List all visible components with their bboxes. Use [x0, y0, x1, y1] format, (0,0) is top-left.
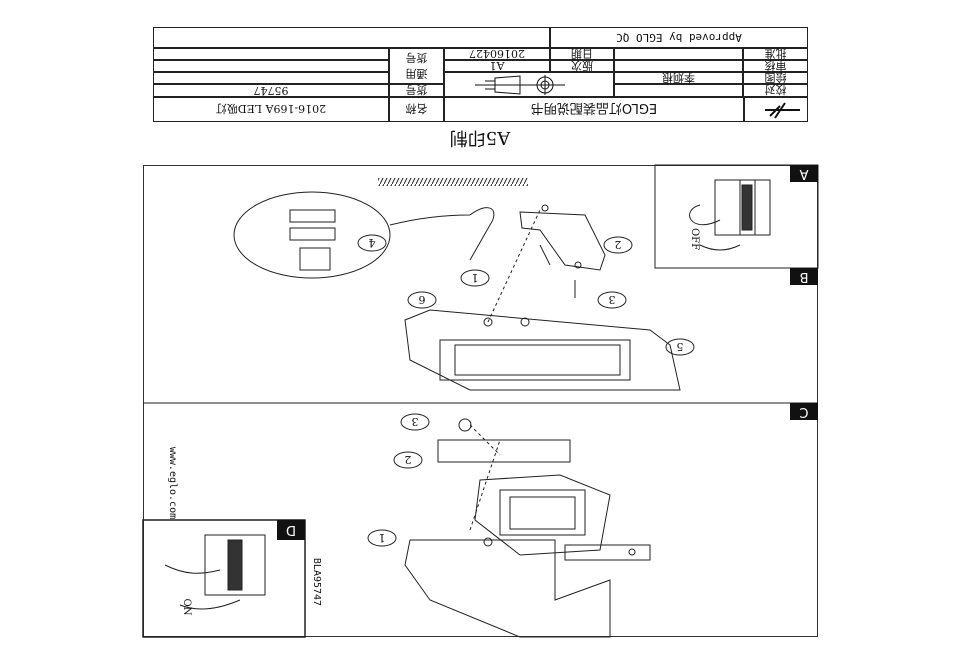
panel-label-a: A: [790, 165, 818, 182]
name-value: 2016-169A LED吸灯: [153, 97, 389, 122]
panel-label-b: B: [790, 268, 818, 285]
step-number: 3: [411, 415, 419, 429]
step-number: 1: [378, 531, 386, 545]
website-text: www.eglo.com: [167, 446, 179, 520]
step-number: 4: [368, 236, 376, 250]
version-value: A1: [444, 60, 550, 73]
panel-label-d: D: [277, 520, 305, 540]
item-no-label: 货号: [389, 84, 444, 97]
step-number: 2: [404, 453, 412, 467]
step-number: 5: [676, 340, 684, 354]
date-value: 20160427: [444, 48, 550, 61]
panel-label-c: C: [790, 403, 818, 420]
item-no-value: 95747: [153, 84, 389, 97]
third-angle-projection-icon: [475, 75, 565, 95]
off-label: OFF: [689, 227, 701, 251]
check-label: 校对: [743, 84, 808, 97]
step-number: 6: [418, 293, 426, 307]
step-number: 2: [614, 238, 622, 252]
version-label: 版次: [550, 59, 614, 72]
eglo-logo: [744, 97, 808, 122]
print-size-label: A5印制: [449, 127, 511, 148]
on-label: ON: [181, 598, 193, 616]
step-number: 3: [608, 293, 616, 307]
projection-symbol: [444, 72, 614, 97]
eglo-logo-icon: [765, 102, 800, 119]
product-code: BLA95747: [311, 557, 323, 607]
assembly-diagram-frame: [143, 165, 818, 637]
approved-text: Approved by EGLO QC: [550, 27, 808, 48]
general-item-label: 通用货号: [389, 48, 444, 84]
drawing-value: 李炯根: [614, 71, 743, 84]
document-title: EGLO灯品装配说明书: [444, 97, 744, 122]
step-number: 1: [471, 271, 479, 285]
name-label: 名称: [389, 97, 444, 122]
